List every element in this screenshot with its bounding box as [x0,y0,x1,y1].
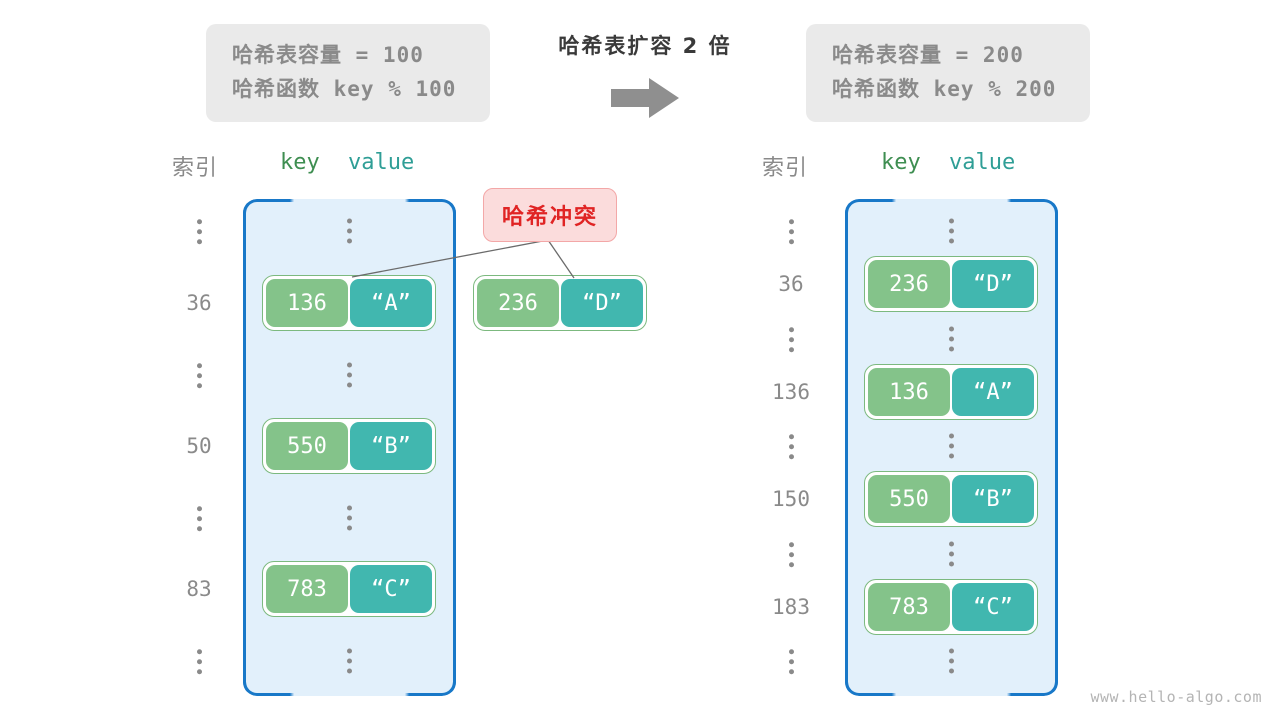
after-entry-36[interactable]: 236 “D” [864,256,1038,312]
before-row-ellipsis-3 [344,648,354,674]
after-index-2 [751,326,831,352]
before-index-2 [159,362,239,388]
colliding-entry-value: “D” [561,279,643,327]
before-index-3: 50 [186,434,212,458]
before-key-header: key [280,150,320,175]
after-index-7: 183 [772,595,810,619]
after-index-1: 36 [778,272,804,296]
after-row-ellipsis-1 [946,326,956,352]
colliding-entry-236[interactable]: 236 “D” [473,275,647,331]
after-row-ellipsis-3 [946,541,956,567]
after-index-4 [751,433,831,459]
after-index-0 [751,218,831,244]
before-index-header: 索引 [172,156,219,181]
after-index-3: 136 [772,380,810,404]
before-entry-50-value: “B” [350,422,432,470]
before-entry-50-key: 550 [266,422,348,470]
resize-title: 哈希表扩容 2 倍 [558,34,732,58]
before-entry-83[interactable]: 783 “C” [262,561,436,617]
before-value-header: value [348,150,415,175]
before-capacity-line: 哈希表容量 = 100 [232,43,424,67]
after-entry-150-value: “B” [952,475,1034,523]
before-index-6 [159,648,239,674]
before-index-0 [159,218,239,244]
before-entry-36-value: “A” [350,279,432,327]
before-entry-36[interactable]: 136 “A” [262,275,436,331]
before-entry-50[interactable]: 550 “B” [262,418,436,474]
after-entry-183-key: 783 [868,583,950,631]
after-row-ellipsis-0 [946,218,956,244]
after-key-header: key [881,150,921,175]
after-hash-function-line: 哈希函数 key % 200 [832,77,1057,101]
after-capacity-line: 哈希表容量 = 200 [832,43,1024,67]
before-entry-36-key: 136 [266,279,348,327]
before-index-1: 36 [186,291,212,315]
after-index-header: 索引 [762,156,809,181]
before-row-ellipsis-2 [344,505,354,531]
after-index-5: 150 [772,487,810,511]
before-hash-function-line: 哈希函数 key % 100 [232,77,457,101]
before-capacity-info-box: 哈希表容量 = 100 哈希函数 key % 100 [206,24,490,122]
after-row-ellipsis-2 [946,433,956,459]
after-capacity-info-box: 哈希表容量 = 200 哈希函数 key % 200 [806,24,1090,122]
hash-collision-badge: 哈希冲突 [482,188,618,242]
before-row-ellipsis-1 [344,362,354,388]
after-entry-183-value: “C” [952,583,1034,631]
after-entry-183[interactable]: 783 “C” [864,579,1038,635]
watermark: www.hello-algo.com [1090,688,1262,706]
after-index-8 [751,648,831,674]
after-entry-150[interactable]: 550 “B” [864,471,1038,527]
after-entry-136[interactable]: 136 “A” [864,364,1038,420]
before-entry-83-key: 783 [266,565,348,613]
colliding-entry-key: 236 [477,279,559,327]
before-index-5: 83 [186,577,212,601]
after-row-ellipsis-4 [946,648,956,674]
after-entry-36-value: “D” [952,260,1034,308]
right-arrow-icon [520,78,770,118]
after-index-6 [751,541,831,567]
after-value-header: value [949,150,1016,175]
after-entry-150-key: 550 [868,475,950,523]
after-entry-136-value: “A” [952,368,1034,416]
after-entry-36-key: 236 [868,260,950,308]
before-entry-83-value: “C” [350,565,432,613]
before-row-ellipsis-0 [344,218,354,244]
before-index-4 [159,505,239,531]
after-entry-136-key: 136 [868,368,950,416]
